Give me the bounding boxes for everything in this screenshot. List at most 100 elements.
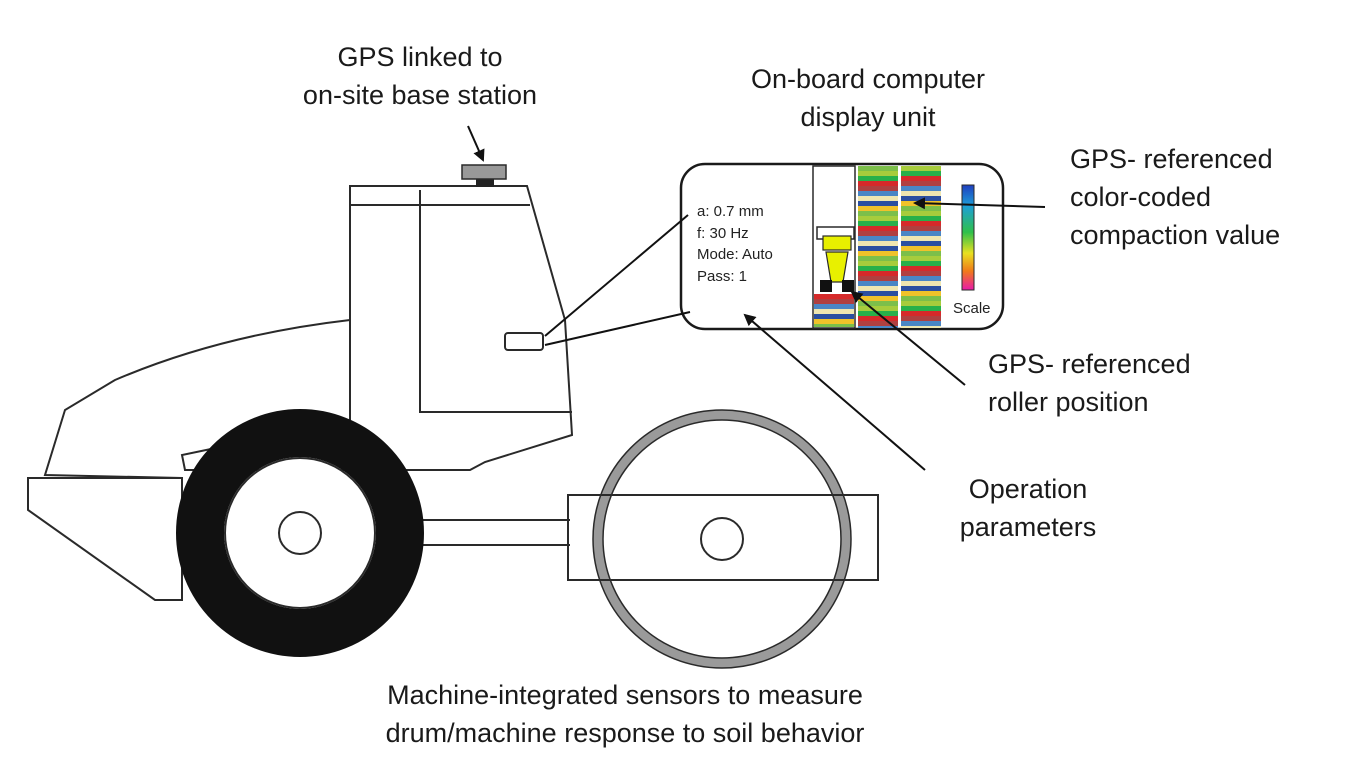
compaction-line-3: compaction value bbox=[1070, 220, 1281, 250]
compaction-stripe bbox=[858, 206, 898, 211]
roller-position-label: GPS- referenced roller position bbox=[988, 345, 1191, 421]
compaction-stripe bbox=[858, 316, 898, 321]
compaction-stripe bbox=[814, 304, 854, 309]
compaction-stripe bbox=[901, 246, 941, 251]
compaction-stripe bbox=[901, 326, 941, 328]
compaction-stripe bbox=[901, 216, 941, 221]
compaction-stripe bbox=[858, 291, 898, 296]
gps-base-line-1: GPS linked to bbox=[337, 42, 503, 72]
compaction-stripe bbox=[858, 236, 898, 241]
drum-outer-edge bbox=[592, 409, 852, 669]
compaction-stripe bbox=[858, 211, 898, 216]
compaction-stripe bbox=[858, 201, 898, 206]
rear-tire bbox=[176, 409, 424, 657]
zoom-line-lower bbox=[544, 311, 691, 346]
compaction-stripe bbox=[858, 296, 898, 301]
cab-door bbox=[419, 190, 572, 413]
compaction-stripe bbox=[901, 316, 941, 321]
roller-position-marker bbox=[816, 226, 855, 292]
param-pass: Pass: 1 bbox=[697, 267, 748, 285]
compaction-stripe bbox=[814, 294, 854, 299]
rear-hub bbox=[278, 511, 322, 555]
compaction-stripe bbox=[858, 196, 898, 201]
compaction-stripe bbox=[858, 176, 898, 181]
color-scale-bar bbox=[961, 184, 975, 291]
display-unit-line-2: display unit bbox=[800, 102, 936, 132]
compaction-stripe bbox=[901, 221, 941, 226]
compaction-stripe bbox=[858, 221, 898, 226]
compaction-stripe bbox=[858, 241, 898, 246]
compaction-stripe bbox=[814, 299, 854, 304]
compaction-stripe bbox=[901, 211, 941, 216]
display-unit-label: On-board computer display unit bbox=[718, 60, 1018, 136]
sensors-line-1: Machine-integrated sensors to measure bbox=[387, 680, 863, 710]
compaction-stripe bbox=[901, 226, 941, 231]
compaction-stripe bbox=[901, 281, 941, 286]
operation-line-1: Operation bbox=[968, 474, 1088, 504]
compaction-stripe bbox=[858, 301, 898, 306]
roller-position-line-1: GPS- referenced bbox=[988, 349, 1191, 379]
compaction-stripe bbox=[858, 166, 898, 171]
compaction-stripe bbox=[858, 231, 898, 236]
drum-frame-front bbox=[567, 494, 879, 581]
compaction-stripe bbox=[901, 261, 941, 266]
compaction-stripe bbox=[901, 181, 941, 186]
compaction-stripe bbox=[858, 226, 898, 231]
compaction-stripe bbox=[858, 181, 898, 186]
zoom-line-upper bbox=[544, 214, 689, 337]
gps-base-label: GPS linked to on-site base station bbox=[270, 38, 570, 114]
operation-line-2: parameters bbox=[959, 512, 1097, 542]
compaction-stripe bbox=[858, 266, 898, 271]
drum bbox=[592, 409, 852, 669]
compaction-stripe bbox=[901, 191, 941, 196]
scale-label: Scale bbox=[953, 300, 991, 317]
compaction-value-label: GPS- referenced color-coded compaction v… bbox=[1070, 140, 1280, 254]
compaction-stripe bbox=[901, 321, 941, 326]
compaction-stripe bbox=[814, 324, 854, 327]
compaction-stripe bbox=[858, 261, 898, 266]
sensors-label: Machine-integrated sensors to measure dr… bbox=[300, 676, 950, 752]
compaction-stripe bbox=[814, 309, 854, 314]
compaction-stripe bbox=[858, 256, 898, 261]
compaction-stripe bbox=[901, 186, 941, 191]
compaction-stripe bbox=[858, 271, 898, 276]
compaction-stripe bbox=[901, 171, 941, 176]
roller-position-line-2: roller position bbox=[988, 387, 1149, 417]
compaction-stripe bbox=[901, 311, 941, 316]
compaction-stripe bbox=[901, 196, 941, 201]
compaction-stripe bbox=[858, 326, 898, 328]
gps-arrow bbox=[467, 125, 485, 162]
compaction-stripe bbox=[901, 241, 941, 246]
compaction-stripe bbox=[901, 266, 941, 271]
operation-parameters-label: Operation parameters bbox=[928, 470, 1128, 546]
compaction-line-1: GPS- referenced bbox=[1070, 144, 1273, 174]
compaction-stripe bbox=[858, 191, 898, 196]
compaction-stripe bbox=[814, 319, 854, 324]
rear-wheel bbox=[176, 409, 424, 657]
drum-hub bbox=[700, 517, 744, 561]
operation-parameters-readout: a: 0.7 mm f: 30 Hz Mode: Auto Pass: 1 bbox=[697, 201, 773, 287]
compaction-stripe bbox=[901, 271, 941, 276]
compaction-stripe bbox=[814, 314, 854, 319]
compaction-stripe bbox=[901, 176, 941, 181]
compaction-stripe bbox=[901, 166, 941, 171]
compaction-stripe bbox=[858, 286, 898, 291]
param-mode: Mode: Auto bbox=[697, 246, 773, 263]
sensors-line-2: drum/machine response to soil behavior bbox=[385, 718, 865, 748]
rear-hood bbox=[43, 319, 351, 479]
compaction-stripe bbox=[901, 296, 941, 301]
compaction-stripe bbox=[858, 251, 898, 256]
compaction-stripe bbox=[901, 301, 941, 306]
compaction-stripe bbox=[901, 306, 941, 311]
parameters-arrow bbox=[743, 313, 926, 471]
compaction-stripe bbox=[901, 206, 941, 211]
compaction-stripe bbox=[858, 321, 898, 326]
compaction-line-2: color-coded bbox=[1070, 182, 1212, 212]
compaction-stripe bbox=[858, 276, 898, 281]
compaction-stripe bbox=[858, 281, 898, 286]
roller-position-arrow bbox=[850, 290, 966, 386]
gps-base-line-2: on-site base station bbox=[302, 80, 538, 110]
compaction-stripe bbox=[858, 171, 898, 176]
compaction-stripe bbox=[858, 216, 898, 221]
